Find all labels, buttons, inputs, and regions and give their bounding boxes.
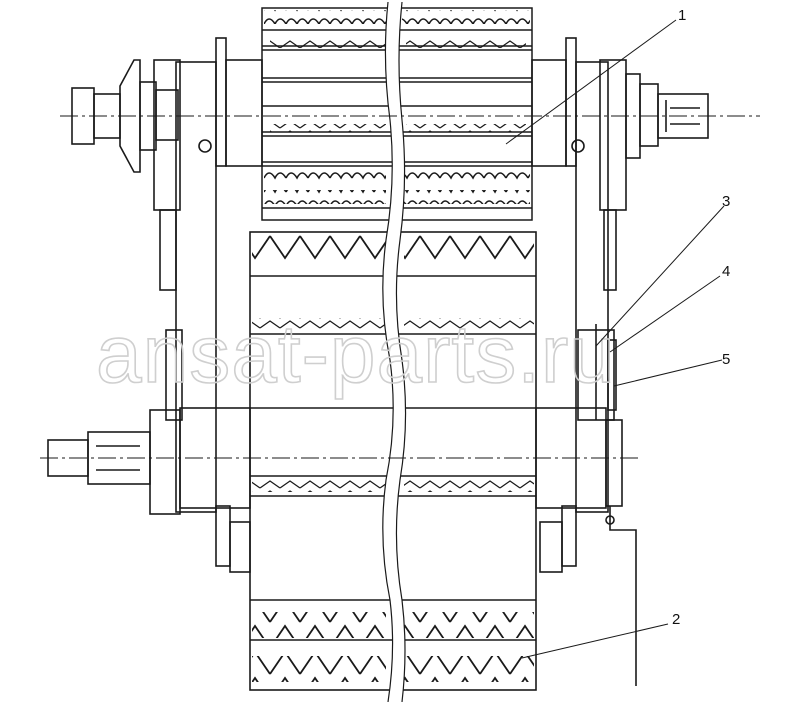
callout-2: 2 — [672, 611, 680, 628]
section-break — [382, 1, 407, 702]
callout-5: 5 — [722, 351, 730, 368]
callout-1: 1 — [678, 7, 686, 24]
left-side-plate — [153, 37, 263, 573]
watermark-text: ansat-parts.ru — [96, 309, 616, 400]
upper-shaft — [60, 59, 760, 173]
callout-3: 3 — [722, 193, 730, 210]
callout-4: 4 — [722, 263, 730, 280]
lower-shaft — [40, 407, 640, 686]
right-side-plate — [531, 37, 627, 573]
callout-leaders — [505, 19, 725, 659]
